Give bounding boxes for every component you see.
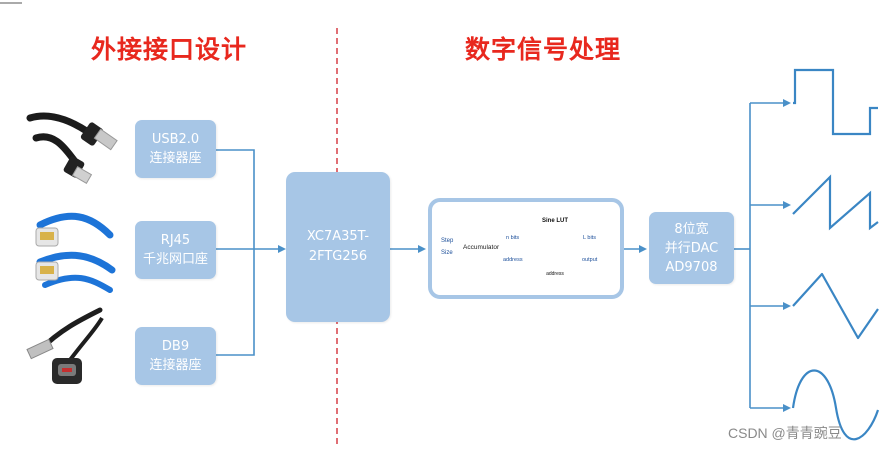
sine-lut-address: address bbox=[546, 271, 564, 277]
db9-connector-line2: 连接器座 bbox=[149, 358, 202, 373]
waveform-bus bbox=[734, 102, 784, 409]
watermark: CSDN @青青豌豆 bbox=[728, 425, 842, 441]
rj45-connector-line2: 千兆网口座 bbox=[142, 252, 208, 267]
step-size-bottom: Size bbox=[441, 250, 453, 256]
dds-panel bbox=[428, 198, 624, 299]
rj45-connector-line1: RJ45 bbox=[160, 233, 191, 248]
triangle-wave bbox=[792, 272, 879, 340]
fpga-box: XC7A35T- 2FTG256 bbox=[286, 172, 390, 322]
db9-connector-box: DB9 连接器座 bbox=[135, 327, 216, 385]
db9-serial-cable-photo bbox=[26, 307, 104, 384]
accumulator-label: Accumulator bbox=[463, 244, 500, 251]
n-bits-label: n bits bbox=[506, 235, 520, 241]
fpga-line1: XC7A35T- bbox=[306, 229, 370, 244]
waveform-arrows bbox=[783, 99, 791, 412]
square-wave bbox=[793, 68, 878, 136]
step-size-label: Step Size bbox=[441, 237, 453, 257]
output-label: output bbox=[582, 257, 598, 263]
usb-connector-line2: 连接器座 bbox=[149, 151, 202, 166]
dac-box: 8位宽 并行DAC AD9708 bbox=[649, 212, 734, 284]
rj45-connector-box: RJ45 千兆网口座 bbox=[135, 221, 216, 279]
sine-wave bbox=[791, 369, 880, 441]
title-interface-design: 外接接口设计 bbox=[91, 35, 248, 64]
interface-connectors bbox=[216, 149, 280, 356]
arrow-to-dds bbox=[418, 245, 426, 253]
dac-line3: AD9708 bbox=[665, 259, 718, 275]
arrow-to-fpga bbox=[278, 245, 286, 253]
dac-line1: 8位宽 bbox=[674, 221, 709, 237]
usb-cable-photo bbox=[26, 112, 118, 185]
sine-lut-title: Sine LUT bbox=[541, 218, 568, 224]
dac-line2: 并行DAC bbox=[664, 240, 719, 256]
title-digital-signal-processing: 数字信号处理 bbox=[465, 35, 622, 64]
fpga-line2: 2FTG256 bbox=[308, 249, 368, 264]
step-size-top: Step bbox=[441, 238, 454, 244]
arrow-to-dac bbox=[639, 245, 647, 253]
rj45-cable-photo bbox=[35, 212, 116, 293]
address-label: address bbox=[503, 257, 523, 263]
db9-connector-line1: DB9 bbox=[161, 339, 190, 354]
usb-connector-box: USB2.0 连接器座 bbox=[135, 120, 216, 178]
sawtooth-wave bbox=[792, 174, 879, 231]
l-bits-label: L bits bbox=[583, 235, 596, 241]
usb-connector-line1: USB2.0 bbox=[151, 132, 200, 147]
